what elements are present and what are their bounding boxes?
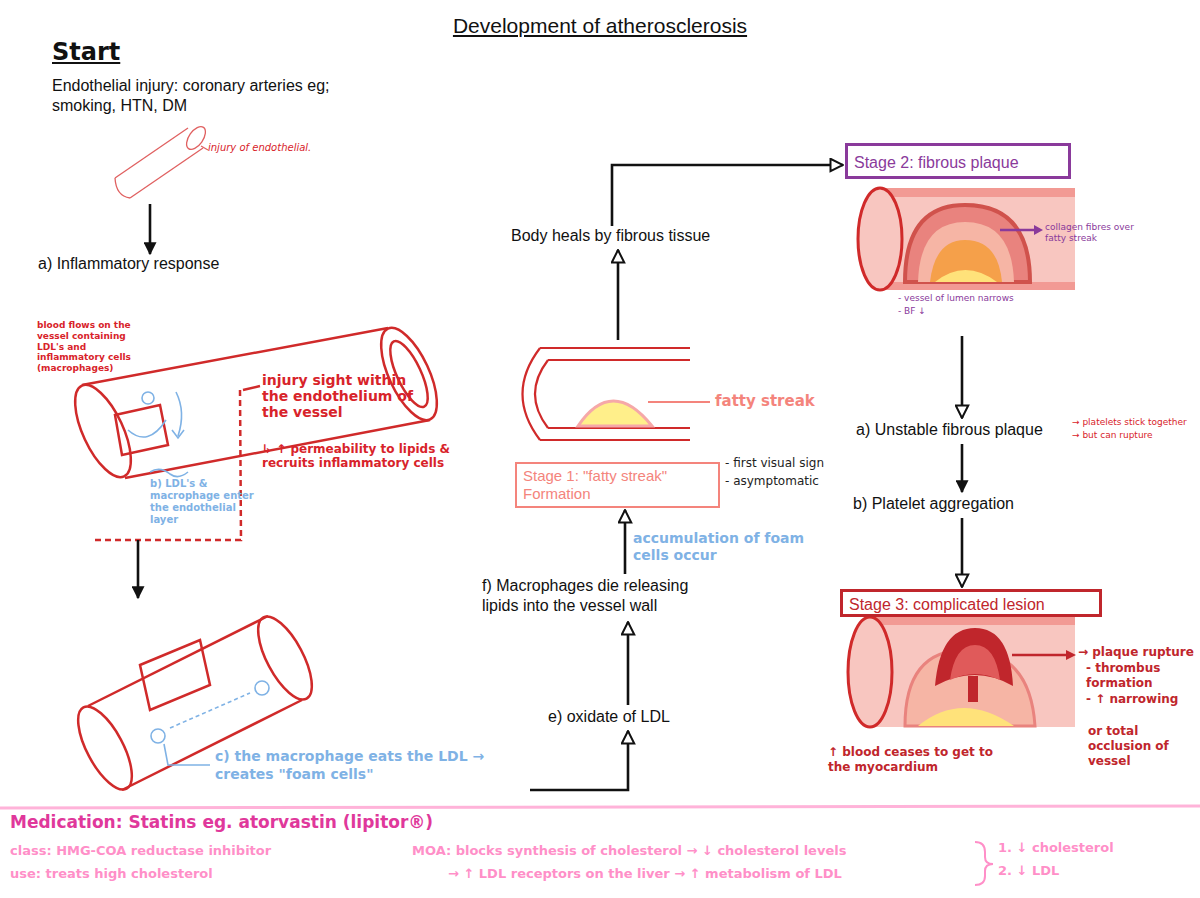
medication-text: 1. ↓ cholesterol [998, 840, 1188, 855]
step-text: b) Platelet aggregation [853, 492, 1083, 518]
flow-arrow [137, 540, 140, 598]
note-text: - vessel of lumen narrows [898, 293, 1048, 304]
stage-panel: Stage 2: fibrous plaque [843, 141, 1078, 336]
vessel-injury-sketch: injury of endothelial. [110, 122, 350, 204]
medication-heading: Medication: Statins eg. atorvastin (lipi… [10, 812, 530, 832]
flow-arrow [624, 510, 627, 574]
note-text: - BF ↓ [898, 306, 1048, 317]
node-text: c) the macrophage eats the LDL → creates… [215, 748, 525, 783]
fibrous-plaque-vessel [858, 188, 1075, 290]
callout-text: fatty streak [715, 392, 825, 410]
node-text: e) oxidate of LDL [548, 707, 718, 727]
note-text: ↑ blood ceases to get to the myocardium [828, 745, 1008, 775]
flow-arrow [149, 204, 152, 254]
note-text: → platelets stick together [1072, 417, 1197, 428]
stage-title: Stage 2: fibrous plaque [854, 149, 1062, 176]
step-text: e) oxidate of LDL [548, 705, 718, 731]
medication-text: → ↑ LDL receptors on the liver → ↑ metab… [448, 866, 968, 881]
node-text: Body heals by fibrous tissue [511, 226, 781, 246]
note-text: - asymptomatic [725, 474, 855, 488]
callout-text: → plaque rupture [1078, 645, 1200, 660]
note-text: or total occlusion of vessel [1088, 724, 1173, 769]
note-text: - ↑ narrowing [1086, 692, 1196, 707]
node-text: b) Platelet aggregation [853, 494, 1083, 514]
fatty-streak-vessel [523, 348, 711, 440]
node-text: Start [52, 38, 252, 66]
stage-title: Stage 3: complicated lesion [849, 595, 1093, 615]
start-block: StartEndothelial injury: coronary arteri… [52, 38, 392, 116]
foam-cell-step: c) the macrophage eats the LDL → creates… [85, 598, 530, 805]
stage-title: Stage 1: "fatty streak" Formation [523, 467, 712, 503]
stage-title-box: Stage 3: complicated lesion [840, 589, 1102, 617]
flow-arrow [627, 622, 630, 705]
node-text: f) Macrophages die releasing lipids into… [482, 576, 727, 616]
flow-arrow [961, 444, 964, 492]
flow-arrow [961, 518, 964, 587]
flow-arrow [530, 731, 628, 790]
vessel-injury-detail: blood flows on the vessel containing LDL… [30, 318, 460, 540]
diagram-title: Development of atherosclerosis [390, 14, 810, 38]
node-text: injury sight within the endothelium of t… [262, 372, 437, 420]
stage-panel: Stage 1: "fatty streak" Formation [500, 340, 725, 510]
step-text: a) Unstable fibrous plaque [856, 418, 1076, 444]
node-text: ↳ ↑ permeability to lipids & recruits in… [262, 442, 457, 471]
node-text: injury of endothelial. [208, 142, 348, 154]
stage-title-box: Stage 2: fibrous plaque [845, 143, 1071, 179]
node-text: a) Inflammatory response [38, 254, 288, 274]
flow-arrow [961, 336, 964, 418]
medication-text: use: treats high cholesterol [10, 866, 390, 881]
flow-arrow [617, 250, 620, 340]
step-text: a) Inflammatory response [38, 254, 288, 278]
small-vessel [115, 123, 209, 198]
step-text: Body heals by fibrous tissue [511, 226, 781, 250]
medication-text: MOA: blocks synthesis of cholesterol → ↓… [412, 843, 972, 858]
node-text: a) Unstable fibrous plaque [856, 420, 1076, 440]
note-text: - thrombus formation [1086, 661, 1186, 691]
callout-text: collagen fibres over fatty streak [1045, 222, 1140, 244]
node-text: b) LDL's & macrophage enter the endothel… [150, 478, 260, 526]
stage-panel: Stage 3: complicated lesion [838, 587, 1108, 730]
note-text: - first visual sign [725, 456, 855, 470]
ldl-macrophage-sketch [128, 392, 188, 477]
step-text: f) Macrophages die releasing lipids into… [482, 574, 762, 622]
edge-label: accumulation of foam cells occur [633, 530, 843, 564]
medication-band [0, 806, 1200, 885]
medication-text: 2. ↓ LDL [998, 863, 1188, 878]
node-text: blood flows on the vessel containing LDL… [37, 320, 142, 374]
node-text: Endothelial injury: coronary arteries eg… [52, 76, 382, 116]
complicated-lesion-vessel [848, 617, 1076, 727]
flow-arrow [612, 165, 843, 226]
stage-title-box: Stage 1: "fatty streak" Formation [515, 462, 720, 508]
note-text: → but can rupture [1072, 430, 1197, 441]
medication-text: class: HMG-COA reductase inhibitor [10, 843, 390, 858]
